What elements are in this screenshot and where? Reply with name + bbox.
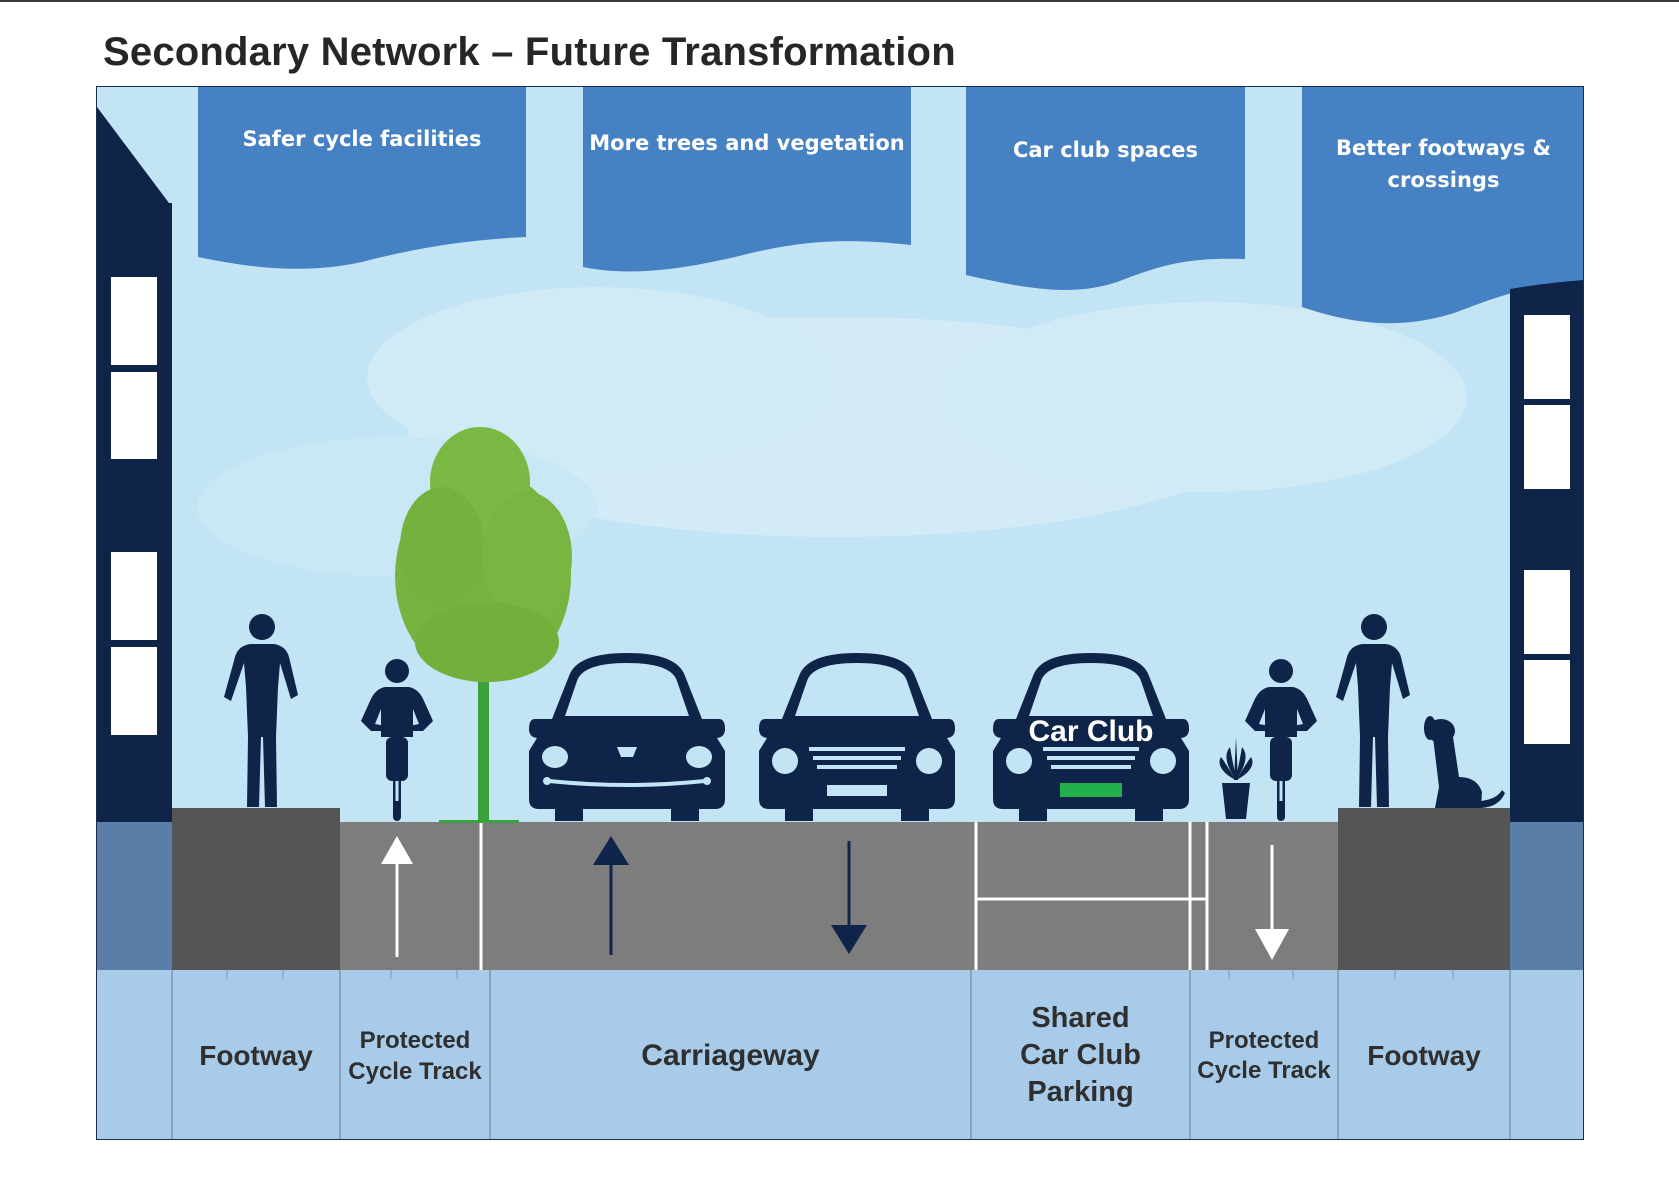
zone-label-car-club-parking: Shared Car Club Parking [1020,1002,1141,1108]
footway-left [172,808,340,970]
tree-icon [395,427,572,823]
banner-carclub [966,87,1245,290]
direction-arrow-icon [1255,845,1289,960]
street-illustration [97,87,1583,1139]
planter-icon [1219,737,1253,819]
top-rule [0,0,1679,2]
number-plate [1060,783,1122,797]
roadway [340,822,1338,970]
zone-label-cycle-track-right: Protected Cycle Track [1197,1026,1331,1084]
banner-text-footways: Better footways & crossings [1335,136,1551,192]
direction-arrow-icon [381,836,413,957]
banner-footways [1302,87,1583,324]
page-title: Secondary Network – Future Transformatio… [103,30,956,74]
banner-cycle [198,87,526,269]
direction-arrow-icon [831,841,867,954]
street-section-diagram: Safer cycle facilities More trees and ve… [96,86,1584,1140]
zone-label-footway-left: Footway [199,1039,313,1071]
car-icon [993,653,1189,821]
footway-right [1338,808,1510,970]
label-band [97,970,1583,1139]
car-club-label: Car Club [1028,715,1154,748]
zone-label-footway-right: Footway [1367,1039,1481,1071]
banner-text-carclub: Car club spaces [1012,138,1199,162]
car-icon [529,653,725,821]
banner-text-cycle: Safer cycle facilities [242,127,482,151]
banner-text-trees: More trees and vegetation [589,131,905,155]
zone-label-cycle-track-left: Protected Cycle Track [348,1026,482,1085]
zone-label-carriageway: Carriageway [641,1038,820,1072]
banner-trees [583,87,911,272]
direction-arrow-icon [593,836,629,955]
car-icon [759,653,955,821]
dog-icon [1424,716,1505,808]
